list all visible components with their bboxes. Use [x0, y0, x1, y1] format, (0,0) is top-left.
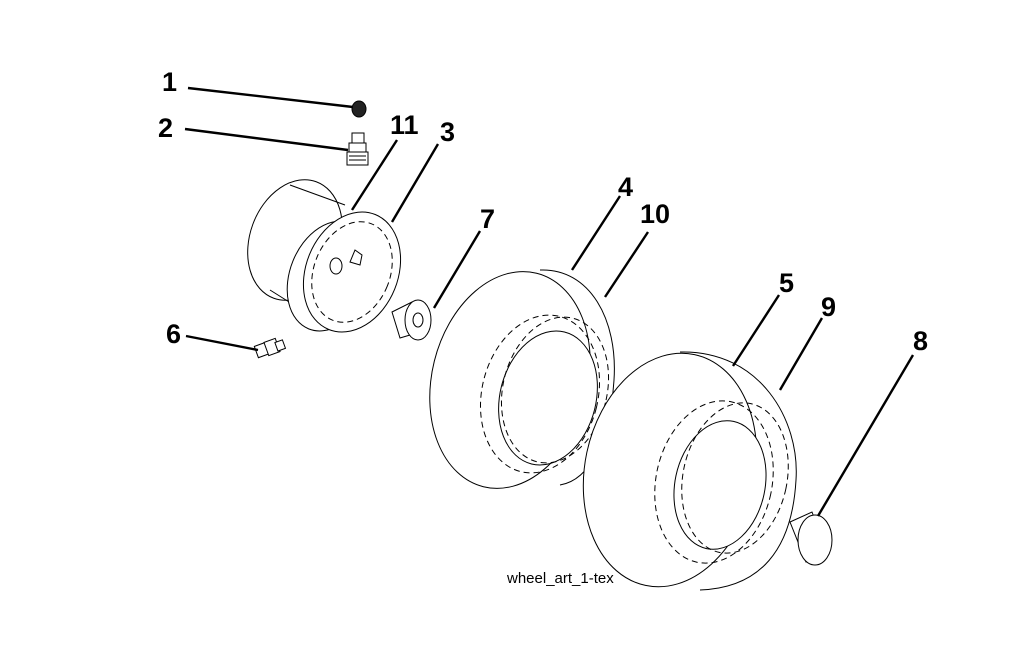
- grease-fitting: [253, 337, 287, 359]
- callout-10: 10: [640, 199, 670, 229]
- wheel-rim: [247, 179, 402, 333]
- drawing-caption: wheel_art_1-tex: [506, 570, 614, 587]
- callout-2: 2: [158, 113, 173, 143]
- callout-7: 7: [480, 204, 495, 234]
- rear-tire: [582, 351, 797, 591]
- callout-6: 6: [166, 319, 181, 349]
- callout-3: 3: [440, 117, 455, 147]
- callout-8: 8: [913, 326, 928, 356]
- leader-lines: [184, 86, 915, 517]
- callout-1: 1: [162, 67, 177, 97]
- valve-stem: [346, 132, 369, 166]
- valve-cap: [351, 100, 367, 118]
- callout-9: 9: [821, 292, 836, 322]
- bushing: [391, 299, 432, 341]
- callout-11: 11: [390, 110, 419, 140]
- callout-5: 5: [779, 268, 794, 298]
- hub-cap: [789, 511, 833, 566]
- front-tire: [429, 269, 615, 489]
- callout-labels: 1 2 11 3 7 4 10 6 5 9 8: [158, 67, 928, 356]
- callout-4: 4: [618, 172, 633, 202]
